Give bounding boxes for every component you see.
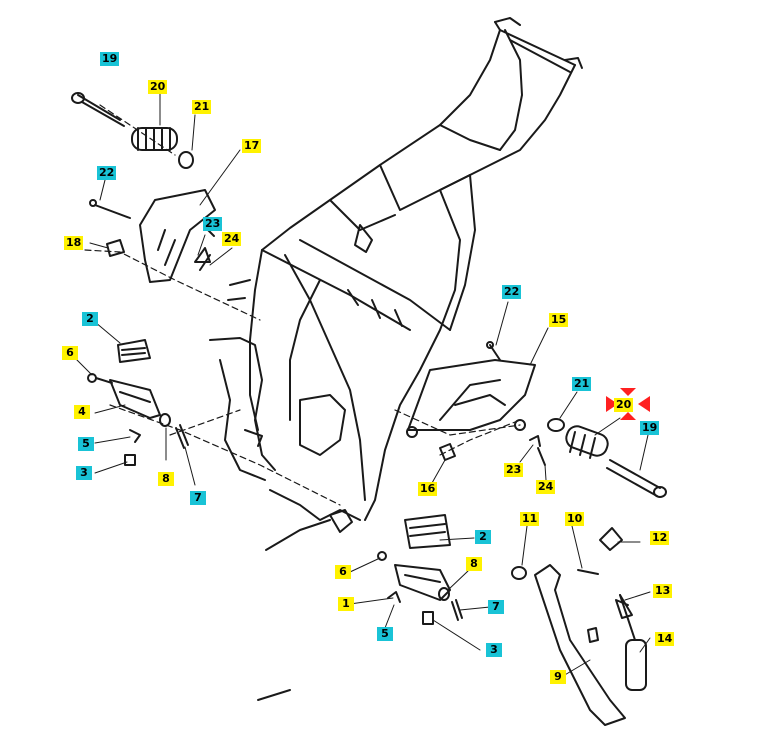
callout-part-3[interactable]: 3 bbox=[76, 466, 92, 480]
axis-lines bbox=[84, 104, 521, 506]
callout-part-21[interactable]: 21 bbox=[192, 100, 212, 114]
callout-part-15[interactable]: 15 bbox=[549, 313, 569, 327]
callout-part-23[interactable]: 23 bbox=[504, 463, 524, 477]
right-footpeg-group bbox=[377, 514, 463, 625]
callout-part-2[interactable]: 2 bbox=[82, 312, 98, 326]
right-footrest-group bbox=[406, 341, 667, 498]
callout-part-16[interactable]: 16 bbox=[418, 482, 438, 496]
callout-part-4[interactable]: 4 bbox=[74, 405, 90, 419]
callout-part-6[interactable]: 6 bbox=[335, 565, 351, 579]
callout-part-19[interactable]: 19 bbox=[100, 52, 120, 66]
left-footpeg-group bbox=[87, 339, 189, 466]
callout-part-20[interactable]: 20 bbox=[148, 80, 168, 94]
callout-part-2[interactable]: 2 bbox=[475, 530, 491, 544]
callout-part-17[interactable]: 17 bbox=[242, 139, 262, 153]
callout-part-19[interactable]: 19 bbox=[640, 421, 660, 435]
callout-part-22[interactable]: 22 bbox=[97, 166, 117, 180]
callout-part-23[interactable]: 23 bbox=[203, 217, 223, 231]
callout-part-3[interactable]: 3 bbox=[486, 643, 502, 657]
selected-part-marker-icon bbox=[606, 388, 650, 420]
callout-part-12[interactable]: 12 bbox=[650, 531, 670, 545]
callout-part-21[interactable]: 21 bbox=[572, 377, 592, 391]
callout-part-24[interactable]: 24 bbox=[536, 480, 556, 494]
callout-part-22[interactable]: 22 bbox=[502, 285, 522, 299]
callout-part-8[interactable]: 8 bbox=[466, 557, 482, 571]
callout-part-24[interactable]: 24 bbox=[222, 232, 242, 246]
callout-part-10[interactable]: 10 bbox=[565, 512, 585, 526]
callout-part-6[interactable]: 6 bbox=[62, 346, 78, 360]
callout-part-14[interactable]: 14 bbox=[655, 632, 675, 646]
callout-part-7[interactable]: 7 bbox=[488, 600, 504, 614]
motorcycle-frame bbox=[209, 17, 583, 701]
callout-part-13[interactable]: 13 bbox=[653, 584, 673, 598]
callout-part-20[interactable]: 20 bbox=[614, 398, 634, 412]
leader-lines bbox=[74, 89, 651, 677]
callout-part-5[interactable]: 5 bbox=[377, 627, 393, 641]
callout-part-7[interactable]: 7 bbox=[190, 491, 206, 505]
callout-part-5[interactable]: 5 bbox=[78, 437, 94, 451]
callout-part-18[interactable]: 18 bbox=[64, 236, 84, 250]
callout-part-1[interactable]: 1 bbox=[338, 597, 354, 611]
callout-part-9[interactable]: 9 bbox=[550, 670, 566, 684]
callout-part-8[interactable]: 8 bbox=[158, 472, 174, 486]
callout-part-11[interactable]: 11 bbox=[520, 512, 540, 526]
rear-left-footrest-group bbox=[71, 92, 216, 283]
side-stand-group bbox=[511, 527, 647, 726]
watermark bbox=[470, 400, 498, 474]
